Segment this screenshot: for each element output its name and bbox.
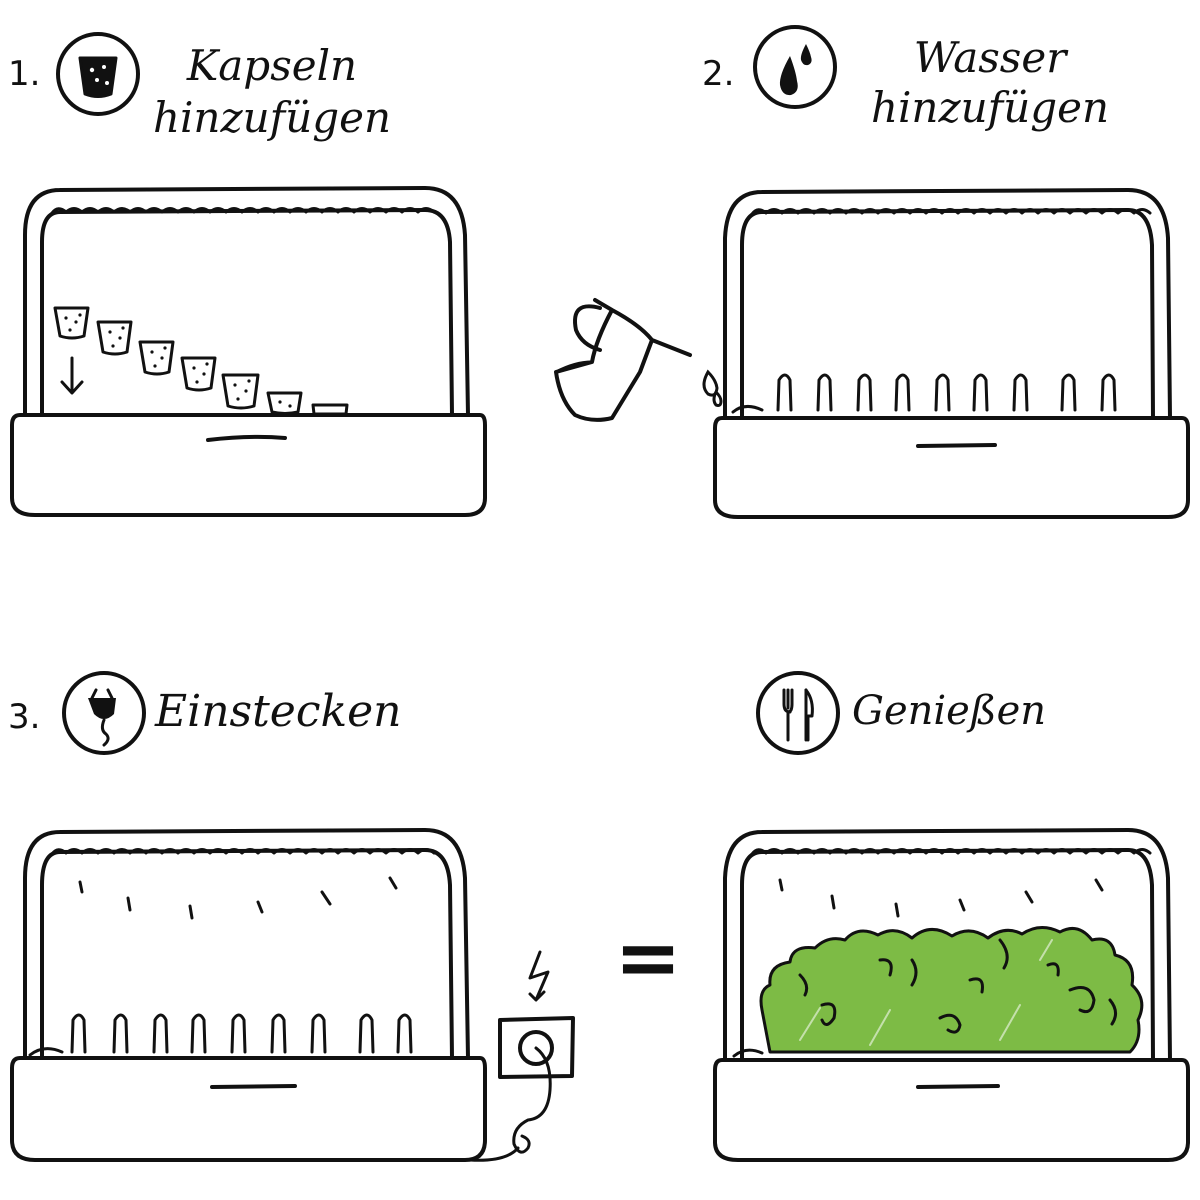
step-1-title-line2: hinzufügen [153,93,391,142]
planter-panel-1 [10,186,487,517]
step-1-header: 1. Kapseln hinzufügen [8,32,391,142]
capsule [53,306,90,340]
water-drops-icon [753,25,837,109]
planter-panel-2 [554,188,1190,519]
watering-can-icon [554,298,723,422]
step-3-title: Einstecken [154,686,402,737]
capsule [96,320,133,356]
step-3-header: 3. Einstecken [8,671,402,755]
lightning-icon [528,950,550,1002]
step-4-title: Genießen [852,688,1046,734]
sprinkle-marks [778,878,1104,918]
capsule [180,356,217,392]
arrow-down-icon [60,356,84,395]
step-4-header: Genießen [756,671,1046,755]
sprinkle-marks [78,876,398,920]
capsule [138,340,175,376]
greens-bush [759,926,1144,1054]
capsule-row [53,306,349,416]
capsule [266,391,303,415]
capsule-icon [56,32,140,116]
cutlery-icon [756,671,840,755]
planter-panel-4 [713,828,1190,1162]
step-1-title-line1: Kapseln [186,41,357,90]
step-2-title-line2: hinzufügen [871,83,1109,132]
planter-panel-3 [10,828,575,1162]
power-outlet-icon [468,1016,575,1162]
step-1-number: 1. [8,54,40,94]
equals-sign: = [614,911,681,1004]
step-2-header: 2. Wasser hinzufügen [702,25,1109,132]
step-2-number: 2. [702,54,734,94]
plug-icon [62,671,146,755]
capsule [221,373,260,410]
step-2-title-line1: Wasser [914,33,1070,82]
seedling-row [776,373,1117,412]
step-3-number: 3. [8,697,40,737]
capsule [311,403,349,416]
seedling-row [70,1013,413,1054]
